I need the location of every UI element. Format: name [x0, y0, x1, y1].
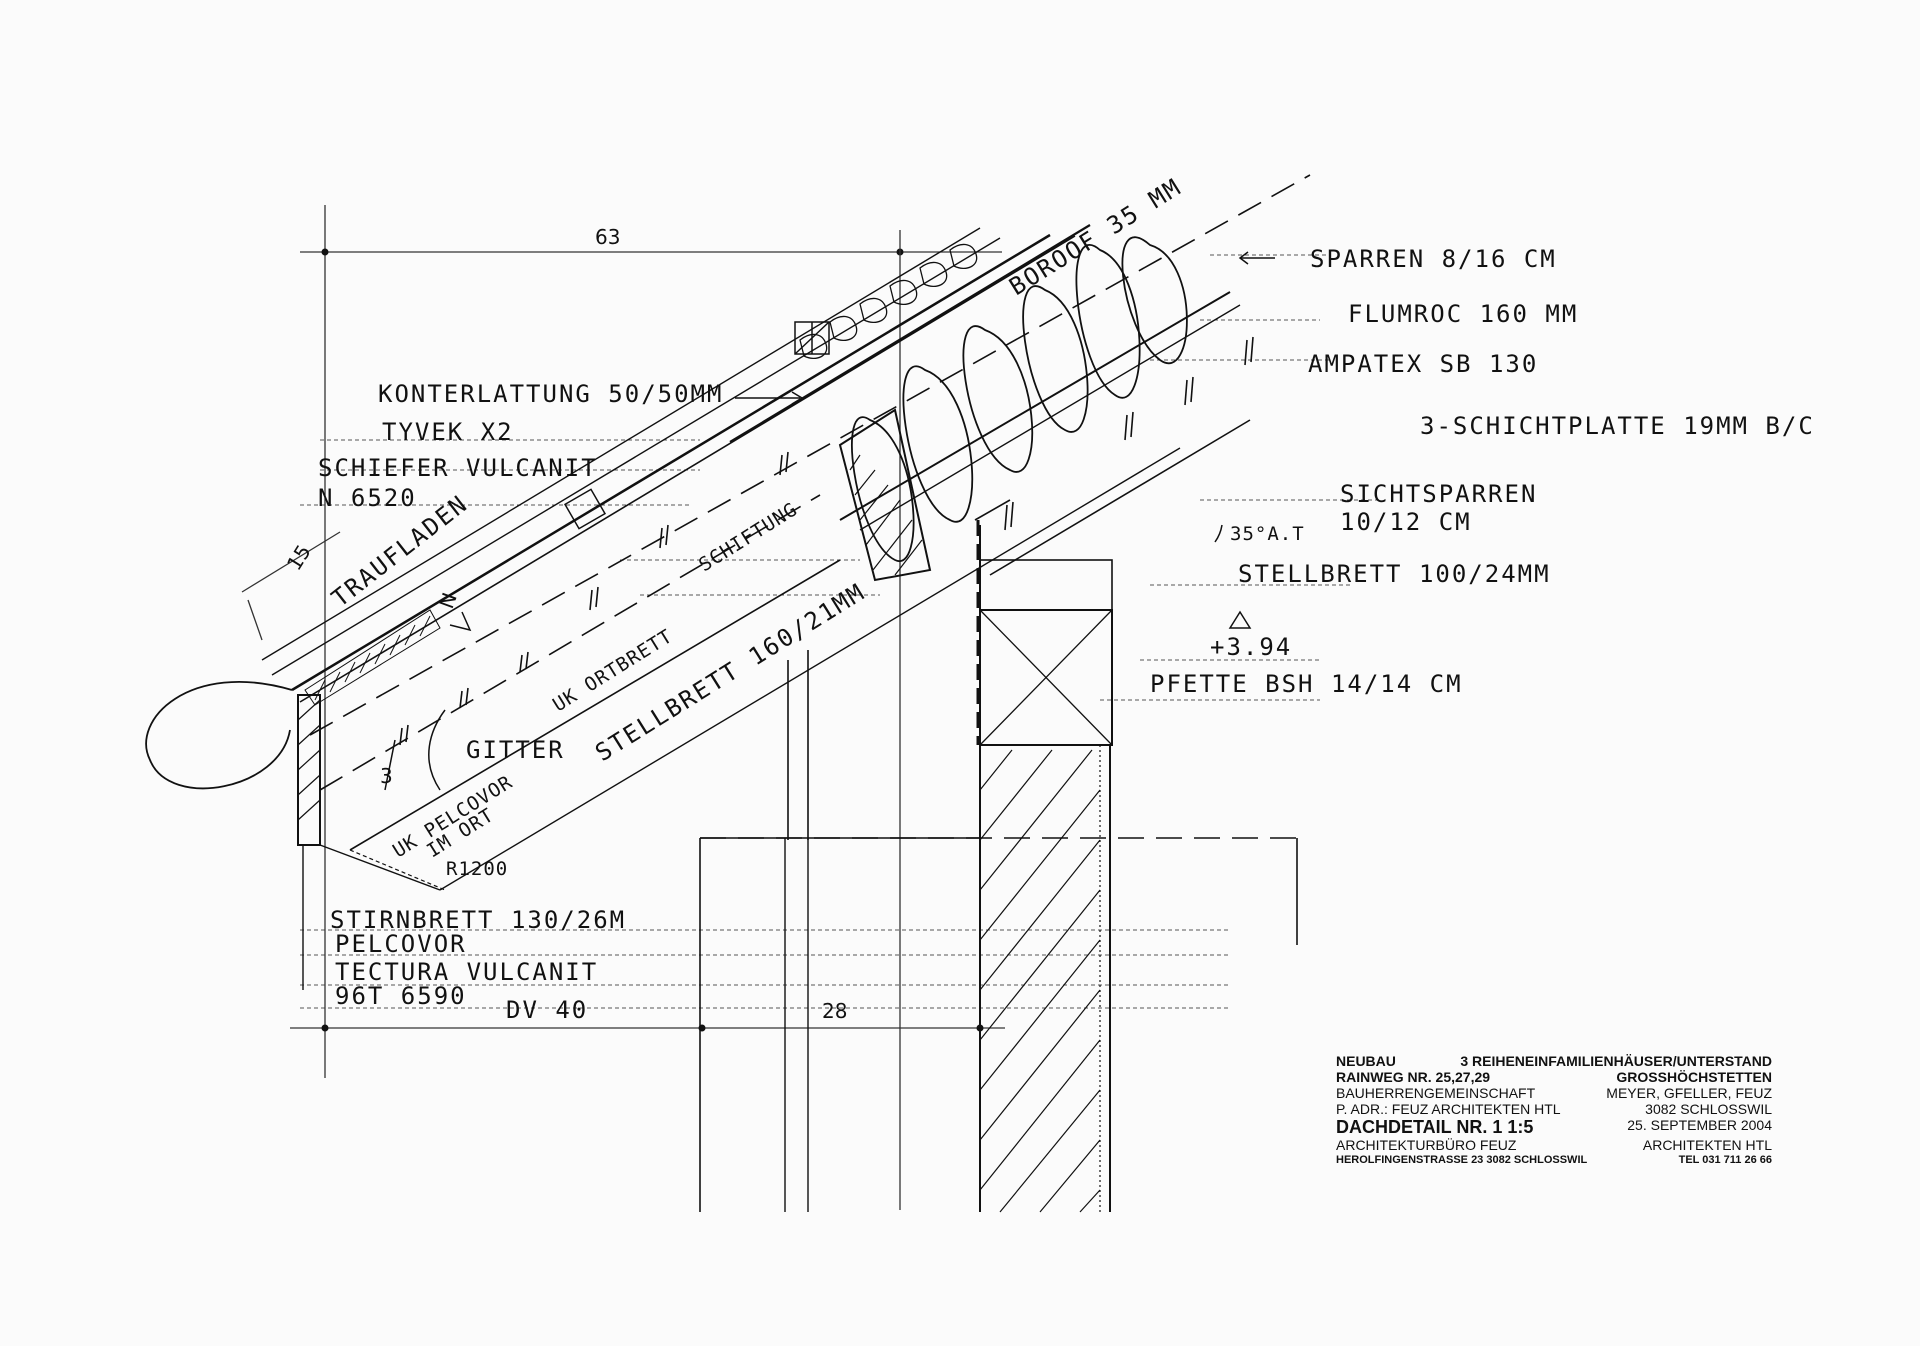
- title-row-drawing: DACHDETAIL NR. 1 1:5 25. SEPTEMBER 2004: [1336, 1117, 1772, 1137]
- label-sichtsparren-2: 10/12 CM: [1340, 508, 1472, 536]
- label-ampatex: AMPATEX SB 130: [1308, 350, 1538, 378]
- label-group: 63 28 15 N 3 SPARREN 8/16 CM FLUMROC 160…: [282, 173, 1815, 1024]
- title-row-address: RAINWEG NR. 25,27,29 GROSSHÖCHSTETTEN: [1336, 1069, 1772, 1085]
- lower-structure: [699, 837, 1300, 1212]
- eave-gutter: [145, 680, 446, 990]
- dim-n: N: [434, 589, 462, 611]
- office-street: HEROLFINGENSTRASSE 23 3082 SCHLOSSWIL: [1336, 1154, 1588, 1166]
- label-sparren: SPARREN 8/16 CM: [1310, 245, 1557, 273]
- client-label: BAUHERRENGEMEINSCHAFT: [1336, 1085, 1536, 1101]
- client-names: MEYER, GFELLER, FEUZ: [1606, 1085, 1772, 1101]
- level-markers: [384, 251, 1275, 791]
- rafter-block: [787, 408, 932, 840]
- dim-top: 63: [595, 225, 620, 249]
- label-angle: 35°A.T: [1230, 523, 1305, 545]
- label-schiefer-1: SCHIEFER VULCANIT: [318, 454, 598, 482]
- project-city: GROSSHÖCHSTETTEN: [1616, 1069, 1772, 1085]
- office-title: ARCHITEKTEN HTL: [1642, 1137, 1772, 1153]
- wall-section: [974, 499, 1113, 1213]
- drawing-title: DACHDETAIL NR. 1 1:5: [1336, 1117, 1534, 1137]
- title-row-office: ARCHITEKTURBÜRO FEUZ ARCHITEKTEN HTL: [1336, 1137, 1772, 1153]
- project-label: NEUBAU: [1336, 1053, 1396, 1069]
- label-sichtsparren-1: SICHTSPARREN: [1340, 480, 1537, 508]
- office-name: ARCHITEKTURBÜRO FEUZ: [1336, 1137, 1517, 1153]
- label-radius: R1200: [446, 858, 508, 880]
- project-name: 3 REIHENEINFAMILIENHÄUSER/UNTERSTAND: [1460, 1053, 1772, 1069]
- label-schichtplatte: 3-SCHICHTPLATTE 19MM B/C: [1420, 412, 1815, 440]
- label-gitter: GITTER: [466, 736, 565, 764]
- label-code: 96T 6590: [335, 982, 467, 1010]
- label-stirnbrett: STIRNBRETT 130/26M: [330, 906, 626, 934]
- label-flumroc: FLUMROC 160 MM: [1348, 300, 1578, 328]
- dimension-lines: [241, 205, 1005, 1210]
- title-block: NEUBAU 3 REIHENEINFAMILIENHÄUSER/UNTERST…: [1336, 1053, 1772, 1167]
- drawing-date: 25. SEPTEMBER 2004: [1627, 1117, 1772, 1133]
- dim-bottom: 28: [822, 999, 847, 1023]
- title-row-postal: P. ADR.: FEUZ ARCHITEKTEN HTL 3082 SCHLO…: [1336, 1101, 1772, 1117]
- title-row-client: BAUHERRENGEMEINSCHAFT MEYER, GFELLER, FE…: [1336, 1085, 1772, 1101]
- roof-layers: [261, 174, 1311, 891]
- label-tyvek: TYVEK X2: [382, 418, 514, 446]
- label-pelcovor: PELCOVOR: [335, 930, 467, 958]
- label-boroof: BOROOF 35 MM: [1004, 173, 1186, 301]
- title-row-contact: HEROLFINGENSTRASSE 23 3082 SCHLOSSWIL TE…: [1336, 1153, 1772, 1167]
- dim-slope: 15: [282, 540, 316, 574]
- insulation: [851, 236, 1188, 562]
- office-phone: TEL 031 711 26 66: [1678, 1154, 1772, 1166]
- dim-3: 3: [380, 764, 393, 788]
- postal-address: P. ADR.: FEUZ ARCHITEKTEN HTL: [1336, 1101, 1561, 1117]
- label-schiefer-2: N 6520: [318, 484, 417, 512]
- title-row-project: NEUBAU 3 REIHENEINFAMILIENHÄUSER/UNTERST…: [1336, 1053, 1772, 1069]
- label-level: +3.94: [1210, 633, 1292, 661]
- label-tectura: TECTURA VULCANIT: [335, 958, 598, 986]
- project-address: RAINWEG NR. 25,27,29: [1336, 1069, 1491, 1085]
- label-pfette: PFETTE BSH 14/14 CM: [1150, 670, 1463, 698]
- postal-city: 3082 SCHLOSSWIL: [1645, 1101, 1772, 1117]
- label-dv: DV 40: [506, 996, 588, 1024]
- label-stellbrett-right: STELLBRETT 100/24MM: [1238, 560, 1551, 588]
- guide-lines: [300, 254, 1380, 1009]
- label-konterlattung: KONTERLATTUNG 50/50MM: [378, 380, 723, 408]
